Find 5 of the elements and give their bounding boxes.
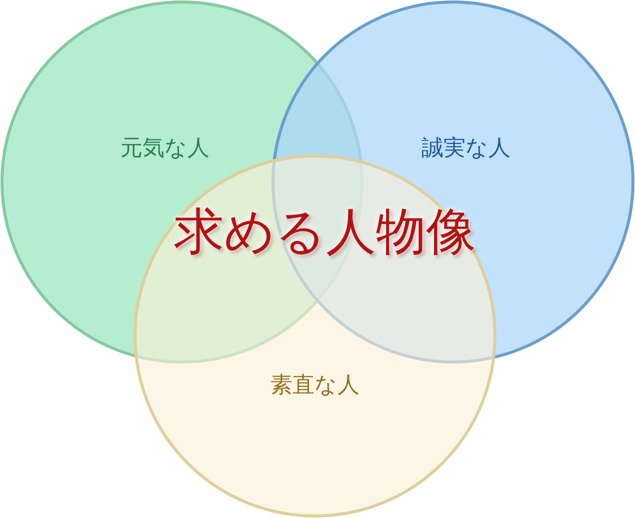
title: 求める人物像 (174, 202, 476, 262)
circle-label: 誠実な人 (422, 135, 510, 163)
circle-label: 素直な人 (270, 372, 360, 400)
venn-circle (271, 0, 635, 364)
circle-label: 元気な人 (120, 135, 210, 163)
